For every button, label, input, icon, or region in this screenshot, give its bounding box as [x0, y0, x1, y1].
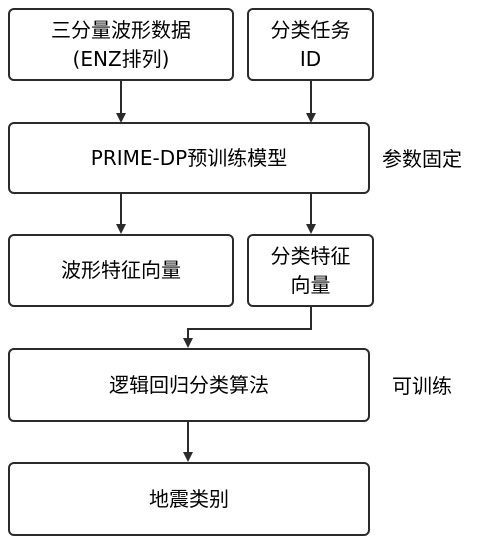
classification-features-line2: 向量	[290, 272, 331, 297]
earthquake-category-label: 地震类别	[149, 486, 229, 511]
classification-features-line1: 分类特征	[270, 243, 351, 268]
pretrained-model-node: PRIME-DP预训练模型	[8, 122, 370, 194]
waveform-data-line1: 三分量波形数据	[51, 17, 191, 42]
trainable-note: 可训练	[392, 374, 452, 398]
classification-features-node: 分类特征 向量	[247, 234, 374, 307]
waveform-features-node: 波形特征向量	[8, 234, 234, 307]
waveform-features-label: 波形特征向量	[61, 258, 181, 282]
task-id-line1: 分类任务	[270, 17, 351, 42]
task-id-line2: ID	[299, 46, 322, 71]
waveform-data-line2: (ENZ排列)	[72, 46, 170, 71]
logistic-regression-label: 逻辑回归分类算法	[109, 372, 269, 397]
logistic-regression-node: 逻辑回归分类算法	[8, 348, 370, 422]
params-fixed-note: 参数固定	[382, 147, 462, 171]
waveform-data-node: 三分量波形数据 (ENZ排列)	[8, 8, 234, 81]
arrow-class-features-to-regression	[183, 307, 312, 348]
earthquake-category-node: 地震类别	[8, 462, 370, 536]
pretrained-model-label: PRIME-DP预训练模型	[90, 145, 288, 170]
task-id-node: 分类任务 ID	[247, 8, 374, 81]
